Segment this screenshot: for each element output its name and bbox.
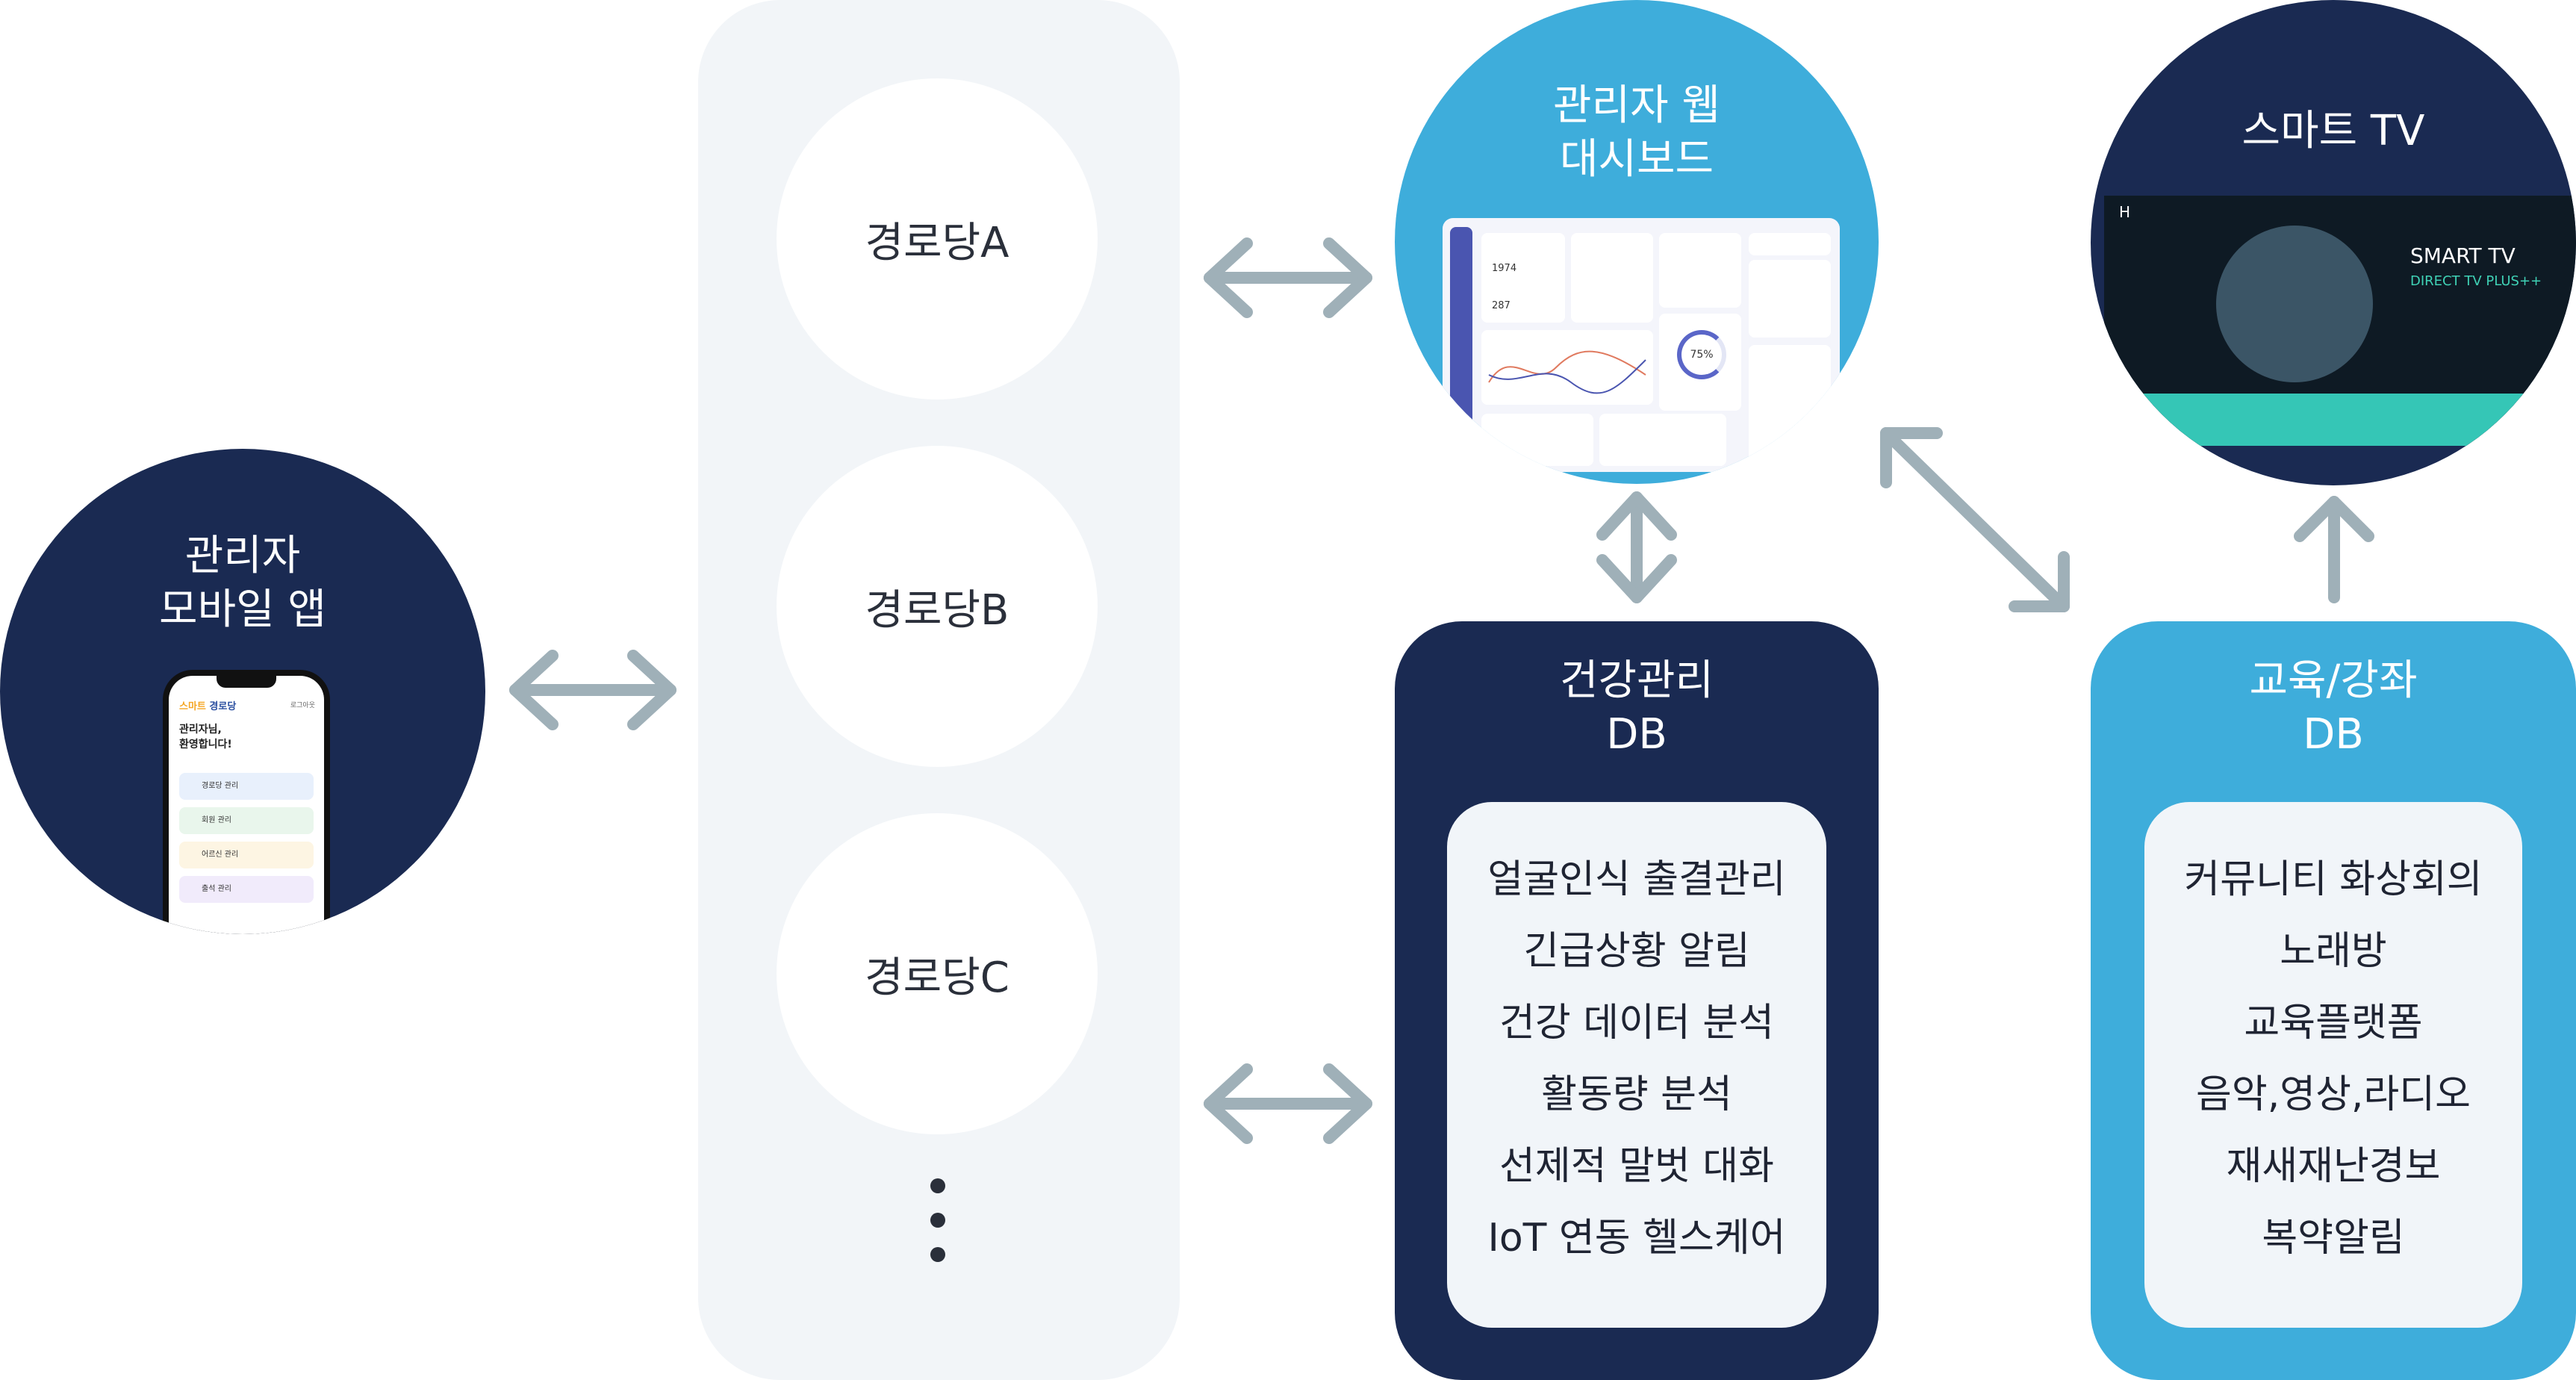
center-b-label: 경로당B [865,585,1009,635]
menu-label: 경로당 관리 [202,782,239,790]
stat-287: 287 [1492,300,1511,311]
area-chart-card [1749,260,1831,338]
list-item: 선제적 말벗 대화 [1499,1144,1774,1189]
greeting: 관리자님, 환영합니다! [179,722,232,752]
tv-screen: H SMART TV DIRECT TV PLUS++ [2104,196,2576,446]
list-item: 음악,영상,라디오 [2196,1072,2471,1117]
phone-mockup: 스마트 경로당 로그아웃 관리자님, 환영합니다! 경로당 관리 회원 관리 어… [163,670,330,934]
health-db-list-box: 얼굴인식 출결관리 긴급상황 알림 건강 데이터 분석 활동량 분석 선제적 말… [1447,802,1826,1328]
list-item: 활동량 분석 [1541,1072,1732,1117]
donut-card [1749,345,1831,464]
center-b: 경로당B [777,446,1098,767]
column-chart-card [1599,414,1726,466]
edu-db-title-line-1: 교육/강좌 [2249,656,2418,705]
stat-1974: 1974 [1492,263,1517,274]
logout-link[interactable]: 로그아웃 [290,702,315,709]
tv-menu-bar [2104,394,2576,446]
mobile-app-node: 관리자 모바일 앱 스마트 경로당 로그아웃 관리자님, 환영합니다! 경로당 … [0,449,485,934]
health-db-title: 건강관리 DB [1395,654,1879,762]
web-title-line-1: 관리자 웹 [1553,81,1720,130]
edu-db-title-line-2: DB [2303,710,2364,759]
phone-menu: 경로당 관리 회원 관리 어르신 관리 출석 관리 [179,773,314,910]
menu-item-center[interactable]: 경로당 관리 [179,773,314,800]
list-item: 건강 데이터 분석 [1499,1001,1774,1045]
line-chart-card [1481,330,1653,405]
list-item: 커뮤니티 화상회의 [2184,857,2483,902]
health-db-title-line-1: 건강관리 [1559,656,1714,705]
list-item: 노래방 [2280,929,2387,974]
progress-card [1481,414,1593,466]
ellipsis-dot [930,1213,945,1228]
ellipsis-dot [930,1178,945,1193]
mobile-title-line-2: 모바일 앱 [159,585,326,634]
web-title-line-2: 대시보드 [1559,135,1714,184]
smart-tv-title: 스마트 TV [2091,105,2576,158]
health-db-title-line-2: DB [1606,710,1667,759]
center-c: 경로당C [777,813,1098,1134]
more-centers-ellipsis [930,1178,945,1281]
senior-center-group: 경로당A 경로당B 경로당C [698,0,1180,1380]
greeting-line-1: 관리자님, [179,724,222,736]
tv-banner-title: SMART TV [2410,243,2516,268]
education-db-list: 커뮤니티 화상회의 노래방 교육플랫폼 음악,영상,라디오 재새재난경보 복약알… [2144,802,2522,1274]
center-c-label: 경로당C [865,953,1009,1002]
smart-tv-title-text: 스마트 TV [2241,107,2425,155]
menu-label: 출석 관리 [202,885,231,893]
web-dashboard-node: 관리자 웹 대시보드 1974 287 75% [1395,0,1879,484]
education-db: 교육/강좌 DB 커뮤니티 화상회의 노래방 교육플랫폼 음악,영상,라디오 재… [2091,621,2576,1380]
menu-label: 회원 관리 [202,816,231,824]
mobile-title-line-1: 관리자 [184,532,301,580]
tv-logo: H [2119,203,2131,221]
web-dashboard-title: 관리자 웹 대시보드 [1395,79,1879,187]
health-db-list: 얼굴인식 출결관리 긴급상황 알림 건강 데이터 분석 활동량 분석 선제적 말… [1447,802,1826,1274]
dashboard-screenshot: 1974 287 75% [1443,218,1840,472]
education-db-list-box: 커뮤니티 화상회의 노래방 교육플랫폼 음악,영상,라디오 재새재난경보 복약알… [2144,802,2522,1328]
dashboard-sidebar [1450,227,1472,459]
gauge-card: 75% [1659,314,1741,411]
list-item: 얼굴인식 출결관리 [1487,857,1786,902]
center-a: 경로당A [777,78,1098,400]
list-item: 재새재난경보 [2226,1144,2441,1189]
education-db-title: 교육/강좌 DB [2091,654,2576,762]
list-item: 복약알림 [2262,1216,2405,1261]
mobile-app-title: 관리자 모바일 앱 [0,529,485,637]
list-item: IoT 연동 헬스케어 [1487,1216,1786,1261]
menu-item-attendance[interactable]: 출석 관리 [179,876,314,903]
arrow-center-a-to-web [1204,237,1372,318]
app-name-main: 경로당 [209,701,237,712]
gauge-value: 75% [1690,349,1714,361]
phone-screen: 스마트 경로당 로그아웃 관리자님, 환영합니다! 경로당 관리 회원 관리 어… [169,676,324,934]
gauge-ring: 75% [1677,330,1726,379]
dashboard-card: 1974 287 [1481,233,1565,323]
smart-tv-node: 스마트 TV H SMART TV DIRECT TV PLUS++ [2091,0,2576,485]
list-item: 긴급상황 알림 [1523,929,1750,974]
search-card [1749,233,1831,255]
bars-card [1659,233,1741,308]
app-name: 스마트 경로당 [179,698,236,712]
ellipsis-dot [930,1247,945,1262]
health-db: 건강관리 DB 얼굴인식 출결관리 긴급상황 알림 건강 데이터 분석 활동량 … [1395,621,1879,1380]
center-a-label: 경로당A [865,218,1009,267]
arrow-center-c-to-health-db [1204,1063,1372,1144]
menu-item-members[interactable]: 회원 관리 [179,807,314,834]
menu-label: 어르신 관리 [202,851,239,859]
calendar-card [1571,233,1653,323]
arrow-web-to-health-db [1596,491,1677,603]
menu-item-seniors[interactable]: 어르신 관리 [179,842,314,868]
greeting-line-2: 환영합니다! [179,739,232,750]
arrow-mobile-to-centers [509,650,676,730]
line-chart-svg [1488,350,1646,394]
arrow-education-db-to-tv [2294,496,2374,603]
list-item: 교육플랫폼 [2244,1001,2423,1045]
phone-notch [217,676,276,688]
arrow-web-to-education-db [1880,427,2070,612]
app-name-accent: 스마트 [179,701,206,712]
tv-robot-image [2216,226,2373,382]
tv-banner-subtitle: DIRECT TV PLUS++ [2410,273,2542,289]
